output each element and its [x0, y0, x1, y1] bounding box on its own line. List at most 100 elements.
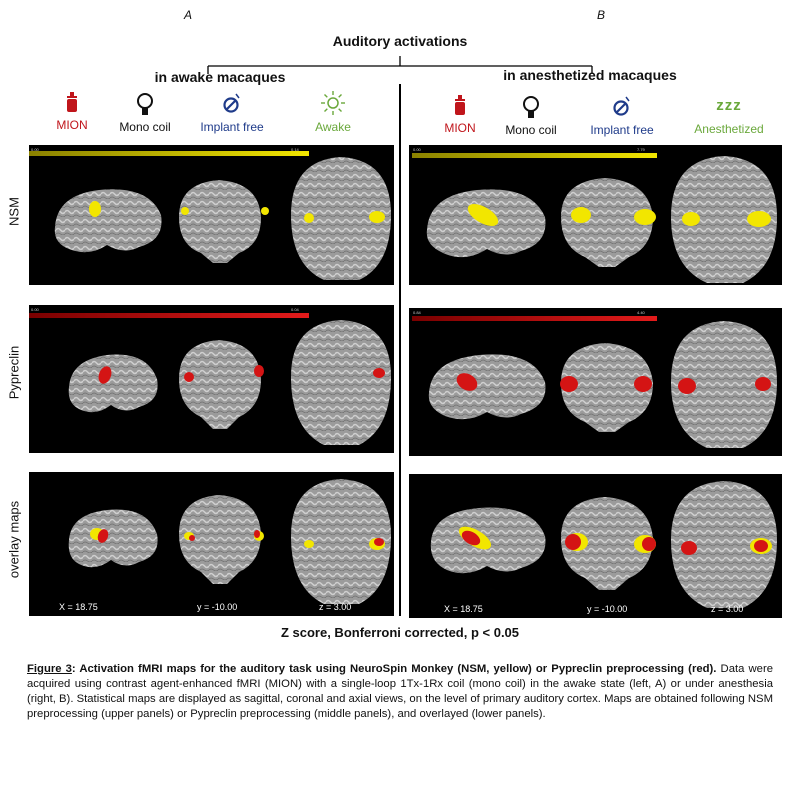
- title-brace: [207, 56, 593, 74]
- sleep-icon: zzz: [716, 97, 742, 114]
- awake-subtitle: in awake macaques: [154, 69, 286, 85]
- condition-divider: [399, 84, 401, 616]
- activation-blob: [369, 211, 385, 223]
- activation-blob: [254, 530, 260, 538]
- sun-icon: [321, 91, 345, 115]
- coronal-brain: [561, 497, 653, 590]
- activation-blob: [97, 529, 109, 543]
- right-anesthetized-label: Anesthetized: [694, 122, 764, 136]
- coil-icon: [523, 96, 539, 118]
- right-icon-anesthetized: zzz Anesthetized: [684, 94, 774, 136]
- axial-brain: [291, 157, 391, 280]
- activation-blob: [754, 540, 768, 552]
- axial-coordinate: z = 3.00: [319, 602, 352, 612]
- zscore-note: Z score, Bonferroni corrected, p < 0.05: [280, 625, 520, 640]
- activation-blob: [634, 209, 656, 225]
- sagittal-brain: [54, 189, 162, 253]
- activation-blob: [755, 377, 771, 391]
- colorbar-max: 0.04: [291, 307, 299, 312]
- activation-blob: [181, 207, 189, 215]
- left-coil-label: Mono coil: [119, 120, 171, 134]
- implant-free-icon: [223, 93, 240, 113]
- left-icon-mion: MION: [27, 92, 117, 132]
- right-icon-implant: Implant free: [577, 95, 667, 137]
- activation-blob: [461, 530, 481, 546]
- sagittal-brain: [68, 354, 158, 413]
- activation-blob: [261, 207, 269, 215]
- row-label-nsm: NSM: [6, 197, 22, 226]
- activation-blob: [681, 541, 697, 555]
- colorbar-min: 0.00: [413, 147, 421, 152]
- panel-b-letter: B: [597, 8, 606, 22]
- left-awake-label: Awake: [315, 120, 351, 134]
- sagittal-brain: [68, 509, 158, 568]
- coronal-brain: [179, 180, 261, 263]
- colorbar-min: 0.00: [31, 307, 39, 312]
- activation-blob: [374, 538, 384, 546]
- right-coil-label: Mono coil: [505, 123, 557, 137]
- activation-blob: [634, 376, 652, 392]
- implant-free-icon: [613, 96, 630, 116]
- axial-brain: [291, 320, 391, 445]
- axial-brain: [291, 479, 391, 604]
- mri-anesthetized-overlay: X = 18.75 y = -10.00 z = 3.00: [409, 474, 782, 618]
- right-implant-label: Implant free: [590, 123, 654, 137]
- right-icon-mion: MION: [415, 95, 505, 135]
- activation-blob: [747, 211, 771, 227]
- activation-blob: [571, 207, 591, 223]
- activation-blob: [304, 213, 314, 223]
- colorbar: [412, 316, 657, 321]
- colorbar: [412, 153, 657, 158]
- coronal-brain: [561, 178, 653, 267]
- sagittal-coordinate: X = 18.75: [59, 602, 98, 612]
- activation-blob: [373, 368, 385, 378]
- activation-blob: [189, 535, 195, 541]
- colorbar-max: 0.14: [291, 147, 299, 152]
- figure-title: Auditory activations: [332, 33, 468, 49]
- anesthetized-subtitle: in anesthetized macaques: [503, 67, 677, 83]
- activation-blob: [254, 365, 264, 377]
- activation-blob: [678, 378, 696, 394]
- colorbar-max: 4.40: [637, 310, 645, 315]
- axial-brain: [671, 156, 777, 283]
- figure-label: Figure 3: [27, 663, 72, 675]
- activation-blob: [682, 212, 700, 226]
- activation-blob: [98, 366, 112, 384]
- colorbar: [29, 313, 309, 318]
- colorbar-max: 7.79: [637, 147, 645, 152]
- row-label-pypreclin: Pypreclin: [6, 345, 22, 400]
- coronal-brain: [179, 495, 261, 584]
- mri-awake-nsm: 0.00 0.14: [29, 145, 394, 285]
- left-icon-coil: Mono coil: [100, 92, 190, 134]
- caption-bold-text: : Activation fMRI maps for the auditory …: [71, 663, 717, 675]
- axial-brain: [671, 481, 777, 608]
- coronal-coordinate: y = -10.00: [197, 602, 238, 612]
- activation-blob: [565, 534, 581, 550]
- caption-body-text: Data were acquired using contrast agent-…: [27, 663, 773, 720]
- colorbar-min: 0.00: [31, 147, 39, 152]
- activation-blob: [642, 537, 656, 551]
- coronal-coordinate: y = -10.00: [587, 604, 628, 614]
- sagittal-coordinate: X = 18.75: [444, 604, 483, 614]
- activation-blob: [304, 540, 314, 548]
- colorbar: [29, 151, 309, 156]
- left-implant-label: Implant free: [200, 120, 264, 134]
- syringe-icon: [67, 92, 77, 112]
- mri-awake-overlay: X = 18.75 y = -10.00 z = 3.00: [29, 472, 394, 616]
- coronal-brain: [179, 340, 261, 429]
- activation-blob: [467, 204, 499, 226]
- right-icon-coil: Mono coil: [486, 95, 576, 137]
- activation-blob: [456, 373, 478, 391]
- sagittal-brain: [428, 354, 546, 420]
- right-mion-label: MION: [444, 121, 476, 135]
- left-icon-implant: Implant free: [187, 92, 277, 134]
- activation-blob: [560, 376, 578, 392]
- panel-a-letter: A: [184, 8, 193, 22]
- mri-anesthetized-nsm: 0.00 7.79: [409, 145, 782, 285]
- coronal-brain: [561, 343, 653, 432]
- mri-anesthetized-pypreclin: 0.84 4.40: [409, 308, 782, 456]
- left-icon-awake: Awake: [288, 90, 378, 134]
- activation-blob: [184, 372, 194, 382]
- axial-brain: [671, 321, 777, 448]
- activation-blob: [89, 201, 101, 217]
